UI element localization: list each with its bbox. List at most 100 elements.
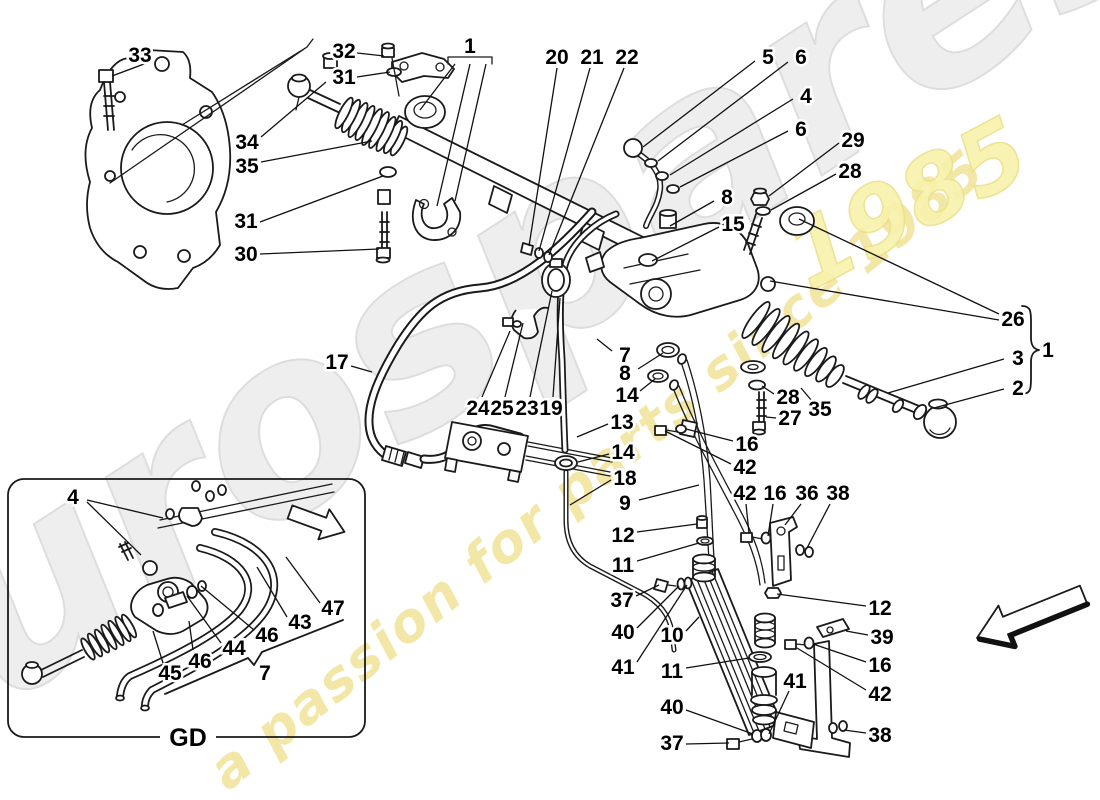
- callout-label-37: 37: [660, 732, 683, 755]
- callout-label-24: 24: [466, 397, 490, 420]
- callout-label-4: 4: [67, 486, 79, 509]
- callout-label-38: 38: [826, 482, 850, 505]
- oil-cooler: [685, 553, 782, 736]
- callout-label-19: 19: [539, 397, 562, 420]
- callout-label-8: 8: [721, 186, 733, 209]
- leader-line-46: [200, 585, 255, 631]
- control-valve-block: [444, 421, 613, 483]
- callout-label-44: 44: [222, 637, 246, 660]
- leader-line-1: [436, 63, 471, 207]
- leader-line-16: [767, 503, 774, 537]
- leader-line-20: [528, 67, 558, 247]
- callout-label-29: 29: [841, 129, 864, 152]
- callout-label-31: 31: [332, 66, 356, 89]
- callout-label-36: 36: [795, 482, 818, 505]
- leader-line-38: [843, 729, 867, 734]
- callout-label-7: 7: [259, 662, 271, 685]
- leader-line-44: [186, 595, 222, 644]
- callout-label-12: 12: [611, 524, 634, 547]
- leader-line-30: [259, 248, 380, 255]
- steering-knuckle: [84, 38, 314, 290]
- leader-line-41: [768, 690, 790, 735]
- callout-label-20: 20: [545, 46, 568, 69]
- leader-line-15: [651, 226, 720, 262]
- callout-label-26: 26: [1001, 308, 1024, 331]
- leader-line-37: [685, 742, 730, 745]
- callout-label-15: 15: [721, 213, 745, 236]
- callout-label-22: 22: [615, 46, 638, 69]
- callout-label-28: 28: [776, 386, 800, 409]
- callout-label-11: 11: [661, 660, 684, 683]
- callout-label-17: 17: [325, 351, 348, 374]
- leader-line-29: [768, 142, 840, 197]
- callout-label-16: 16: [868, 654, 891, 677]
- leader-line-40: [636, 585, 680, 629]
- leader-line-17: [350, 365, 373, 373]
- leader-line-11: [636, 542, 700, 562]
- callout-label-35: 35: [808, 398, 832, 421]
- leader-line-31: [356, 71, 391, 78]
- leader-line-7: [596, 338, 613, 352]
- callout-label-2: 2: [1012, 377, 1024, 400]
- leader-line-38: [806, 503, 831, 549]
- leader-line-1: [454, 63, 487, 202]
- rack-clamp-bracket: [381, 42, 455, 129]
- callout-label-4: 4: [800, 85, 812, 108]
- leader-line-45: [152, 630, 164, 664]
- callout-label-46: 46: [188, 650, 211, 673]
- leader-line-12: [636, 523, 698, 533]
- leader-line-18: [569, 479, 612, 506]
- callout-label-23: 23: [515, 397, 538, 420]
- leader-line-26: [798, 218, 1000, 315]
- callout-label-33: 33: [128, 44, 151, 67]
- leader-line-35: [260, 140, 373, 163]
- leader-line-6: [679, 130, 789, 188]
- callout-label-9: 9: [619, 492, 631, 515]
- leader-line-47: [285, 556, 321, 604]
- main-direction-arrow-icon: [976, 584, 1091, 650]
- leader-line-8: [637, 352, 664, 370]
- callout-label-30: 30: [234, 243, 257, 266]
- callout-label-42: 42: [733, 456, 756, 479]
- leader-line-42: [796, 647, 867, 691]
- callout-label-47: 47: [321, 597, 344, 620]
- leader-line-4: [86, 501, 142, 556]
- callout-label-6: 6: [795, 46, 807, 69]
- pipe-clamp-group: [502, 210, 677, 653]
- parts-layer: GD: [7, 38, 1091, 758]
- callout-label-14: 14: [615, 384, 639, 407]
- callout-label-40: 40: [611, 621, 634, 644]
- callout-label-1: 1: [464, 35, 476, 58]
- callout-label-42: 42: [868, 683, 891, 706]
- leader-line-37: [635, 584, 660, 597]
- group-1-brace: [1021, 305, 1040, 395]
- callout-label-35: 35: [235, 155, 259, 178]
- leader-line-1: [419, 63, 456, 111]
- leader-line-6: [657, 61, 789, 162]
- callout-label-46: 46: [255, 624, 278, 647]
- callout-label-6: 6: [795, 118, 807, 141]
- callout-label-13: 13: [610, 411, 633, 434]
- inset-detail-box: GD: [7, 478, 366, 752]
- leader-line-14: [577, 453, 610, 463]
- leader-line-14: [639, 378, 656, 392]
- callout-label-28: 28: [838, 160, 862, 183]
- callout-label-31: 31: [234, 210, 258, 233]
- callout-label-25: 25: [490, 397, 514, 420]
- callout-label-41: 41: [783, 670, 807, 693]
- cooler-bolt-upper: [653, 576, 693, 593]
- leader-line-43: [256, 566, 288, 618]
- callout-label-8: 8: [619, 362, 631, 385]
- leader-line-42: [664, 430, 732, 465]
- leader-line-4: [669, 98, 794, 176]
- leader-line-28: [761, 385, 775, 395]
- leader-line-33: [111, 60, 153, 77]
- callout-label-39: 39: [870, 626, 893, 649]
- callout-label-11: 11: [612, 554, 635, 577]
- callout-label-43: 43: [288, 611, 311, 634]
- callout-label-18: 18: [613, 467, 637, 490]
- callout-label-32: 32: [332, 40, 355, 63]
- callout-label-40: 40: [660, 696, 683, 719]
